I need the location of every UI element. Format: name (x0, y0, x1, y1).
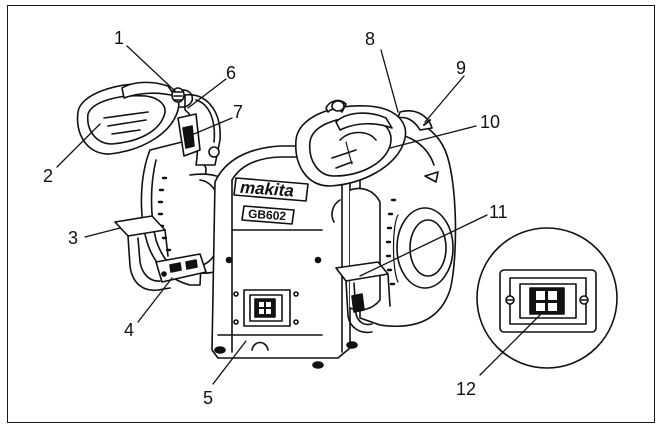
callout-3: 3 (68, 228, 78, 248)
callout-12: 12 (456, 379, 476, 399)
callout-leaders (56, 45, 541, 385)
callout-11: 11 (489, 202, 508, 222)
callout-9: 9 (456, 58, 466, 78)
brand-logo: makita (239, 178, 294, 201)
left-adjusting-knob (171, 87, 185, 103)
callout-5: 5 (203, 388, 213, 408)
right-tool-rest (335, 261, 391, 334)
callout-2: 2 (43, 166, 53, 186)
right-wheel-hub (392, 207, 454, 289)
right-wheel (385, 198, 397, 286)
callout-1: 1 (114, 28, 124, 48)
model-plate (241, 205, 295, 225)
main-switch-panel (243, 289, 291, 327)
left-tool-rest (114, 215, 171, 291)
callout-10: 10 (480, 112, 500, 132)
callout-8: 8 (365, 29, 375, 49)
right-adjusting-knob (325, 99, 347, 113)
callout-7: 7 (233, 102, 243, 122)
left-tool-rest-clamp (155, 253, 207, 283)
switch-detail-inset (476, 227, 618, 369)
model-label: GB602 (248, 207, 287, 224)
left-shield-bracket (177, 113, 220, 158)
callout-6: 6 (226, 63, 236, 83)
brand-plate (233, 177, 309, 202)
figure-frame (7, 5, 655, 423)
callout-4: 4 (124, 320, 134, 340)
